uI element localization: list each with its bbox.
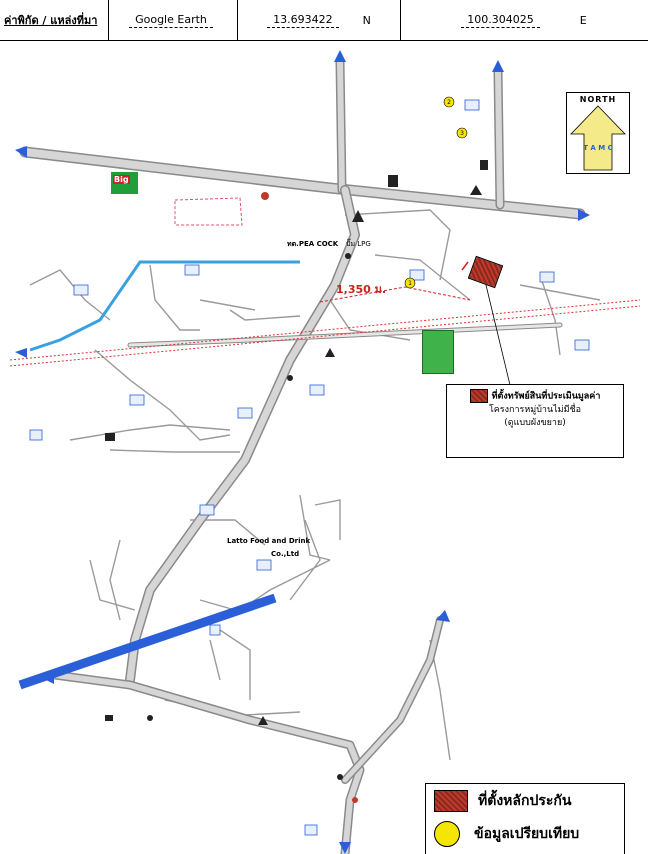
latto-label: Latto Food and Drink Co.,Ltd: [227, 535, 310, 561]
legend-row-compare: ข้อมูลเปรียบเทียบ: [426, 817, 624, 850]
latitude-value: 13.693422: [267, 13, 339, 28]
marker-label-2: 2: [447, 99, 451, 106]
big-c-store-logo: Big: [111, 172, 138, 194]
temple-boundary: [174, 197, 243, 226]
landmark-markers: [105, 160, 488, 803]
tamc-label: T A M C: [583, 144, 613, 152]
north-arrow-icon: T A M C: [570, 105, 626, 171]
legend-row-subject: ที่ตั้งหลักประกัน: [426, 784, 624, 817]
green-lot: [422, 330, 454, 374]
lpg-station-label: ปั๊ม LPG: [346, 240, 371, 248]
subject-callout: ที่ตั้งทรัพย์สินที่ประเมินมูลค่า โครงการ…: [446, 384, 624, 458]
source-value: Google Earth: [129, 13, 213, 28]
railway: [9, 299, 641, 367]
longitude-direction: E: [579, 13, 587, 27]
distance-line: [319, 286, 471, 303]
source-cell: Google Earth: [105, 0, 238, 40]
minor-roads: [29, 209, 601, 761]
pea-cock-label: ทต.PEA COCK: [287, 240, 339, 248]
location-map: 2 3 1: [9, 50, 641, 854]
latto-line-2: Co.,Ltd: [271, 550, 300, 558]
legend: ที่ตั้งหลักประกัน ข้อมูลเปรียบเทียบ: [425, 783, 625, 854]
river-band: [18, 593, 277, 690]
marker-label-3: 3: [460, 130, 464, 137]
callout-line-2: โครงการหมู่บ้านไม่มีชื่อ: [488, 404, 582, 415]
north-label: NORTH: [579, 95, 617, 104]
comparison-markers: [404, 96, 468, 289]
latto-line-1: Latto Food and Drink: [227, 537, 311, 545]
north-arrow-box: NORTH T A M C: [566, 92, 630, 174]
building-icons: [29, 99, 590, 836]
latitude-cell: 13.693422 N: [238, 0, 401, 40]
subject-swatch-icon: [469, 389, 488, 403]
subject-swatch-icon: [434, 789, 468, 812]
direction-arrows: [15, 50, 590, 854]
latitude-direction: N: [362, 13, 371, 27]
header-bar: ค่าพิกัด / แหล่งที่มา Google Earth 13.69…: [0, 0, 648, 41]
compare-circle-icon: [434, 820, 460, 847]
main-roads: [19, 57, 586, 854]
canal: [29, 260, 300, 352]
legend-compare-label: ข้อมูลเปรียบเทียบ: [474, 825, 580, 842]
legend-subject-label: ที่ตั้งหลักประกัน: [478, 792, 572, 809]
callout-leader: [485, 284, 511, 386]
callout-line-3: (ดูแบบผังขยาย): [504, 417, 566, 428]
longitude-value: 100.304025: [461, 13, 540, 28]
longitude-cell: 100.304025 E: [401, 0, 647, 40]
callout-line-1: ที่ตั้งทรัพย์สินที่ประเมินมูลค่า: [491, 391, 601, 402]
marker-label-1: 1: [408, 280, 412, 287]
distance-label: 1,350 ม.: [336, 283, 387, 296]
coordinate-source-label: ค่าพิกัด / แหล่งที่มา: [0, 0, 109, 40]
